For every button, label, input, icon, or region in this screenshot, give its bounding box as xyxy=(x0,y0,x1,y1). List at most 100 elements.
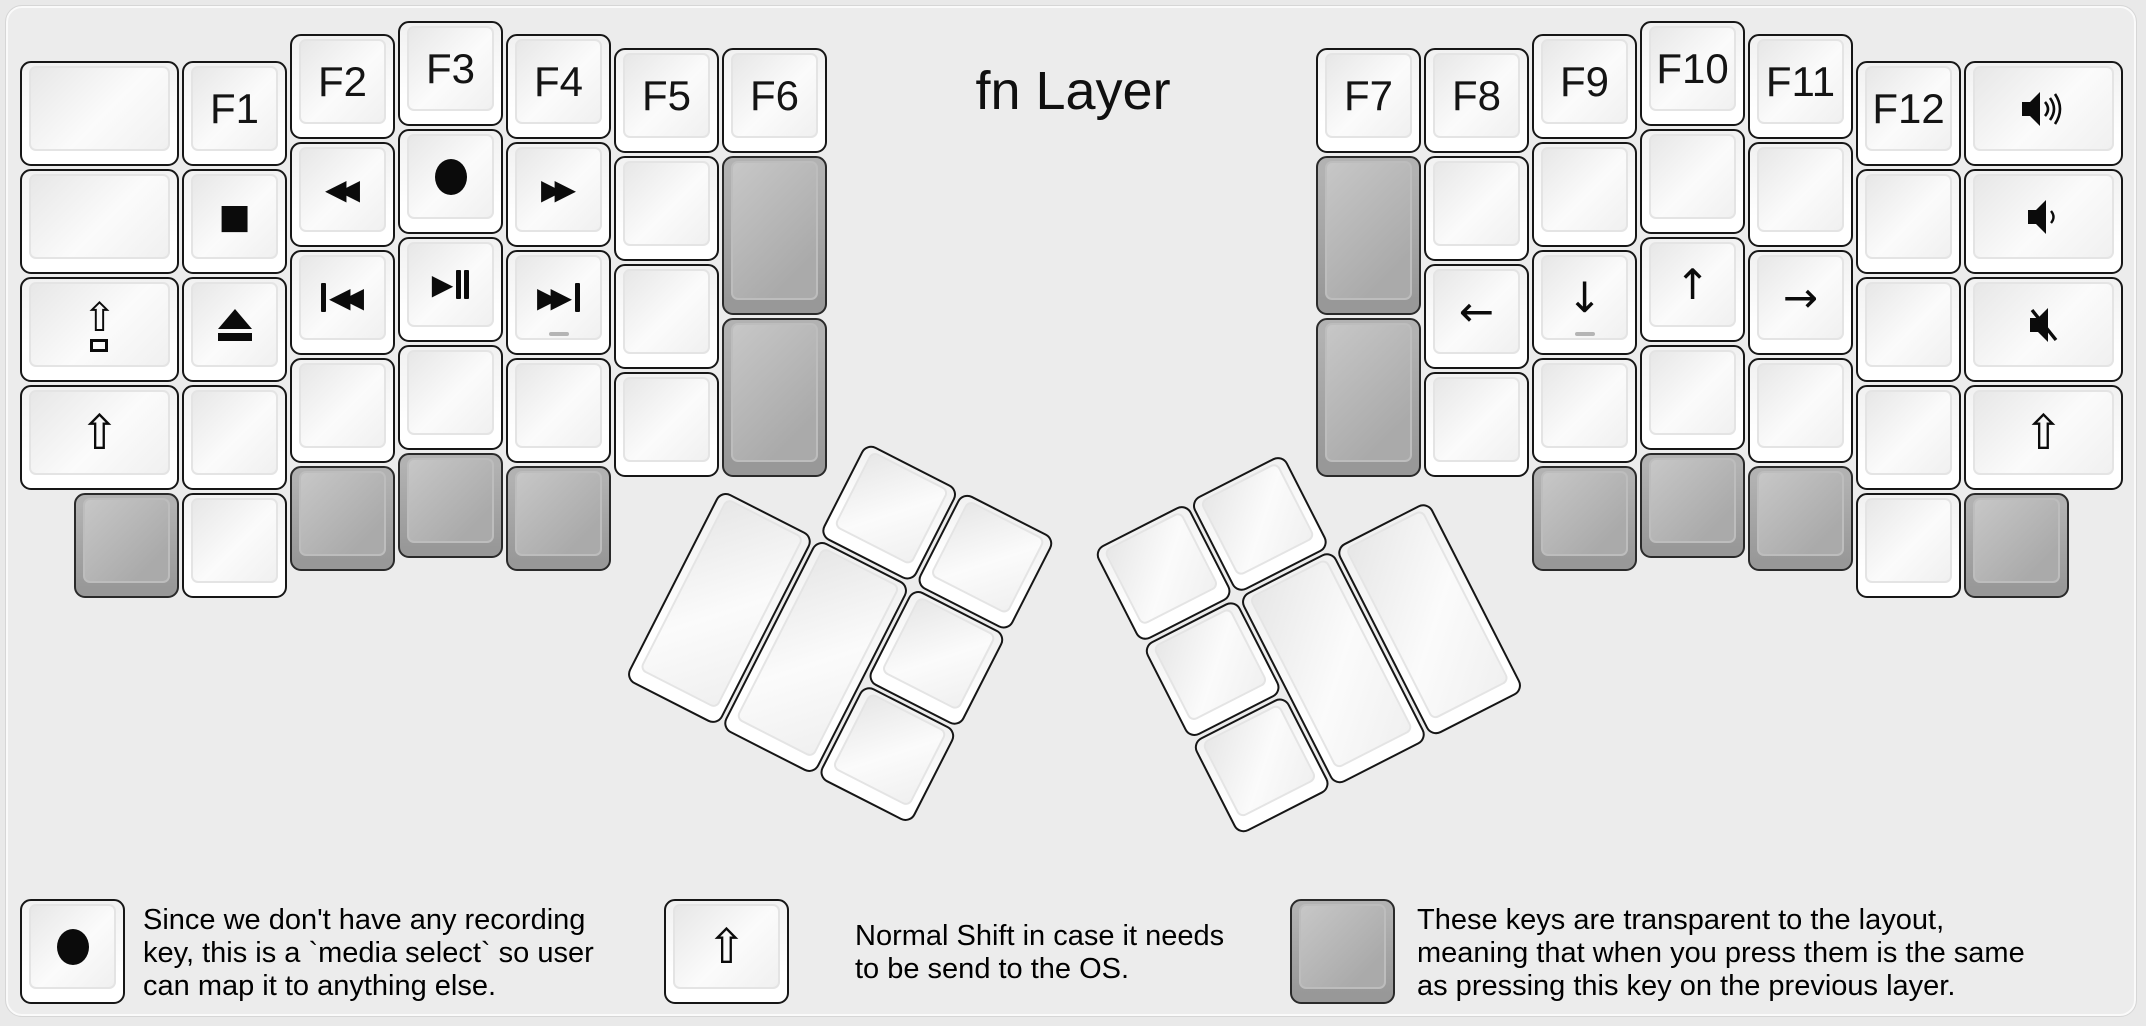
key-blank[interactable] xyxy=(1640,345,1745,450)
key-f5[interactable]: F5 xyxy=(614,48,719,153)
key-eject[interactable] xyxy=(182,277,287,382)
key-caps-shift[interactable]: ⇧ xyxy=(20,277,179,382)
key-blank[interactable] xyxy=(506,358,611,463)
key-next-track[interactable]: ▶▶ xyxy=(506,250,611,355)
key-blank[interactable] xyxy=(182,385,287,490)
keycap-top xyxy=(1649,458,1736,543)
key-mute[interactable] xyxy=(1964,277,2123,382)
key-blank[interactable] xyxy=(1856,385,1961,490)
legend-key-transparent[interactable] xyxy=(1290,899,1395,1004)
key-label: F5 xyxy=(641,71,691,119)
key-f1[interactable]: F1 xyxy=(182,61,287,166)
key-f10[interactable]: F10 xyxy=(1640,21,1745,126)
key-transparent[interactable] xyxy=(1964,493,2069,598)
key-f12[interactable]: F12 xyxy=(1856,61,1961,166)
keycap-top xyxy=(1433,377,1520,462)
keycap-top: F1 xyxy=(191,66,278,151)
key-transparent[interactable] xyxy=(74,493,179,598)
key-shift-right[interactable]: ⇧ xyxy=(1964,385,2123,490)
arrow-down-icon: ↓ xyxy=(1566,272,1603,322)
key-transparent[interactable] xyxy=(722,318,827,477)
key-f4[interactable]: F4 xyxy=(506,34,611,139)
homing-bump xyxy=(1574,332,1595,336)
keycap-top xyxy=(515,363,602,448)
key-blank[interactable] xyxy=(398,345,503,450)
key-volume-down[interactable] xyxy=(1964,169,2123,274)
keycap-top xyxy=(407,134,494,219)
key-arrow-down[interactable]: ↓ xyxy=(1532,250,1637,355)
volume-up-icon xyxy=(2021,91,2061,126)
key-blank[interactable] xyxy=(20,169,179,274)
keycap-top xyxy=(1299,904,1386,989)
keycap-top xyxy=(191,282,278,367)
key-label: F1 xyxy=(209,84,259,132)
key-transparent[interactable] xyxy=(398,453,503,558)
keycap-top: ↓ xyxy=(1541,255,1628,340)
legend-key-media-select[interactable] xyxy=(20,899,125,1004)
key-transparent[interactable] xyxy=(290,466,395,571)
keycap-top xyxy=(1541,147,1628,232)
key-blank[interactable] xyxy=(1748,358,1853,463)
keycap-top: ◀◀ xyxy=(299,147,386,232)
key-f9[interactable]: F9 xyxy=(1532,34,1637,139)
next-track-icon: ▶▶ xyxy=(537,283,581,312)
key-transparent[interactable] xyxy=(1640,453,1745,558)
key-blank[interactable] xyxy=(1532,358,1637,463)
keycap-top: F7 xyxy=(1325,53,1412,138)
key-stop[interactable]: ■ xyxy=(182,169,287,274)
key-blank[interactable] xyxy=(1856,493,1961,598)
key-transparent[interactable] xyxy=(506,466,611,571)
key-arrow-right[interactable]: → xyxy=(1748,250,1853,355)
keycap-top: F5 xyxy=(623,53,710,138)
key-blank[interactable] xyxy=(614,372,719,477)
legend-key-shift[interactable]: ⇧ xyxy=(664,899,789,1004)
key-transparent[interactable] xyxy=(722,156,827,315)
keycap-top xyxy=(1865,282,1952,367)
key-blank[interactable] xyxy=(614,264,719,369)
key-blank[interactable] xyxy=(290,358,395,463)
key-arrow-left[interactable]: ← xyxy=(1424,264,1529,369)
keycap-top xyxy=(1541,363,1628,448)
key-transparent[interactable] xyxy=(1532,466,1637,571)
key-blank[interactable] xyxy=(1856,169,1961,274)
key-label: F11 xyxy=(1765,57,1836,105)
key-blank[interactable] xyxy=(20,61,179,166)
key-f8[interactable]: F8 xyxy=(1424,48,1529,153)
key-media-select[interactable] xyxy=(398,129,503,234)
key-blank[interactable] xyxy=(1532,142,1637,247)
keycap-top xyxy=(623,377,710,462)
key-blank[interactable] xyxy=(614,156,719,261)
key-rewind[interactable]: ◀◀ xyxy=(290,142,395,247)
keycap-top: ◀◀ xyxy=(299,255,386,340)
key-blank[interactable] xyxy=(1748,142,1853,247)
play-pause-icon: ▶ xyxy=(432,270,470,299)
key-blank[interactable] xyxy=(182,493,287,598)
key-transparent[interactable] xyxy=(1748,466,1853,571)
keycap-top xyxy=(29,66,170,151)
key-blank[interactable] xyxy=(1424,372,1529,477)
keycap-top xyxy=(299,363,386,448)
keycap-top: F11 xyxy=(1757,39,1844,124)
keycap-top: ▶▶ xyxy=(515,255,602,340)
key-transparent[interactable] xyxy=(1316,156,1421,315)
keycap-top xyxy=(1757,471,1844,556)
key-arrow-up[interactable]: ↑ xyxy=(1640,237,1745,342)
key-f11[interactable]: F11 xyxy=(1748,34,1853,139)
key-transparent[interactable] xyxy=(1316,318,1421,477)
key-shift-left[interactable]: ⇧ xyxy=(20,385,179,490)
key-f6[interactable]: F6 xyxy=(722,48,827,153)
key-f3[interactable]: F3 xyxy=(398,21,503,126)
keycap-top: F8 xyxy=(1433,53,1520,138)
key-prev-track[interactable]: ◀◀ xyxy=(290,250,395,355)
keycap-top: ⇧ xyxy=(29,390,170,475)
key-blank[interactable] xyxy=(1424,156,1529,261)
key-play-pause[interactable]: ▶ xyxy=(398,237,503,342)
key-blank[interactable] xyxy=(1640,129,1745,234)
rewind-icon: ◀◀ xyxy=(324,172,360,206)
key-volume-up[interactable] xyxy=(1964,61,2123,166)
key-f2[interactable]: F2 xyxy=(290,34,395,139)
key-f7[interactable]: F7 xyxy=(1316,48,1421,153)
key-blank[interactable] xyxy=(1856,277,1961,382)
keycap-top xyxy=(1325,323,1412,462)
key-fast-forward[interactable]: ▶▶ xyxy=(506,142,611,247)
